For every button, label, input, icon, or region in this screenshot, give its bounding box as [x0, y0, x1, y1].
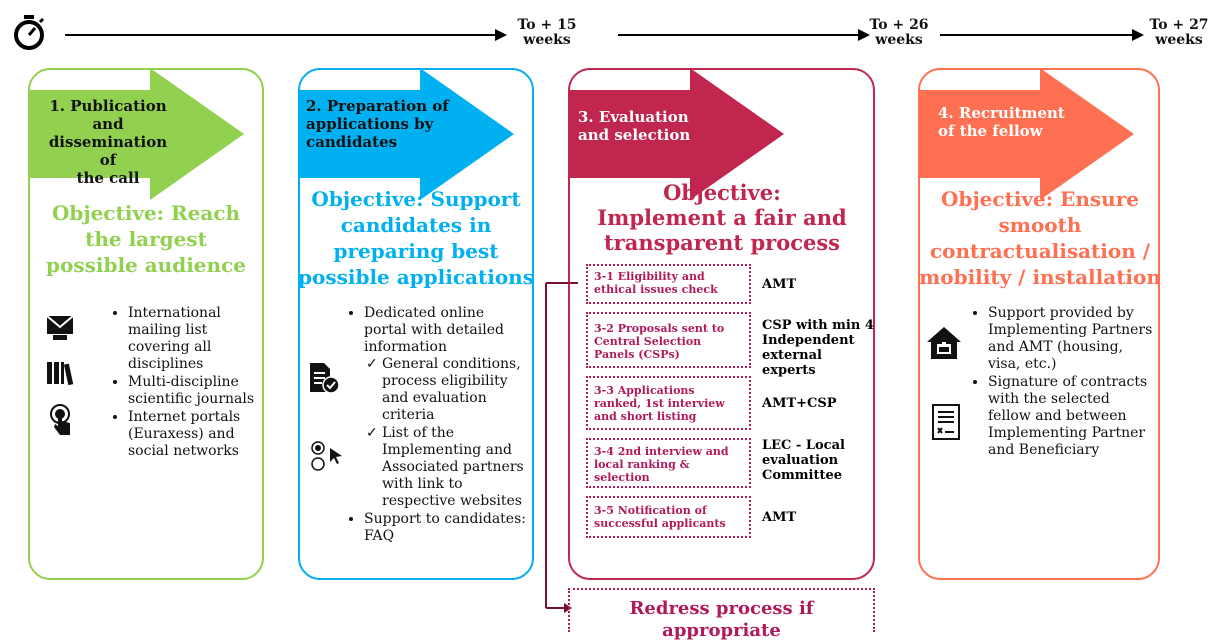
substep-3-1: 3-1 Eligibility and ethical issues check	[586, 264, 751, 304]
substep-3-3-owner: AMT+CSP	[762, 396, 837, 411]
list-item: List of the Implementing and Associated …	[366, 425, 528, 510]
step-2-panel	[298, 68, 534, 580]
books-icon	[46, 360, 74, 390]
substep-3-4-owner: LEC - Local evaluation Committee	[762, 438, 845, 483]
envelope-icon	[46, 315, 74, 345]
list-item: International mailing list covering all …	[128, 305, 257, 373]
step-1-bullets: International mailing list covering all …	[112, 305, 257, 461]
list-item: General conditions, process eligibility …	[366, 356, 528, 424]
step-2-bullets: Dedicated online portal with detailed in…	[348, 305, 528, 546]
timeline-segment-1	[65, 34, 497, 36]
step-4-bullets: Support provided by Implementing Partner…	[972, 305, 1154, 460]
list-item: Internet portals (Euraxess) and social n…	[128, 409, 257, 460]
list-item: Multi-discipline scientific journals	[128, 374, 257, 408]
substep-3-4: 3-4 2nd interview and local ranking & se…	[586, 438, 751, 488]
list-item: Support to candidates: FAQ	[364, 511, 528, 545]
redress-box: Redress process if appropriate	[568, 588, 875, 641]
step-1-arrow	[28, 68, 244, 200]
substep-3-3: 3-3 Applications ranked, 1st interview a…	[586, 376, 751, 430]
step-3-arrow	[568, 68, 784, 200]
substep-3-1-owner: AMT	[762, 277, 797, 292]
contract-icon	[932, 404, 960, 444]
timeline-arrowhead	[1132, 29, 1144, 41]
step-3-panel	[568, 68, 875, 580]
substep-connector	[545, 282, 578, 613]
timeline-arrowhead	[858, 29, 870, 41]
list-item: Dedicated online portal with detailed in…	[364, 305, 528, 510]
step-1-panel	[28, 68, 264, 580]
radio-cursor-icon	[310, 440, 346, 476]
step-2-arrow	[298, 68, 514, 200]
stopwatch-icon	[12, 14, 46, 54]
list-item: Signature of contracts with the selected…	[988, 374, 1154, 459]
timeline-segment-3	[940, 34, 1134, 36]
timeline-segment-2	[618, 34, 860, 36]
substep-3-5: 3-5 Notification of successful applicant…	[586, 496, 751, 538]
step-4-arrow	[918, 68, 1134, 200]
timeline-arrowhead	[495, 29, 507, 41]
document-check-icon	[308, 362, 340, 398]
touch-icon	[48, 404, 74, 440]
substep-3-2: 3-2 Proposals sent to Central Selection …	[586, 312, 751, 368]
list-item: Support provided by Implementing Partner…	[988, 305, 1154, 373]
substep-3-2-owner: CSP with min 4 Independent external expe…	[762, 318, 874, 378]
substep-3-5-owner: AMT	[762, 510, 797, 525]
step-4-panel	[918, 68, 1160, 580]
house-icon	[926, 326, 962, 364]
